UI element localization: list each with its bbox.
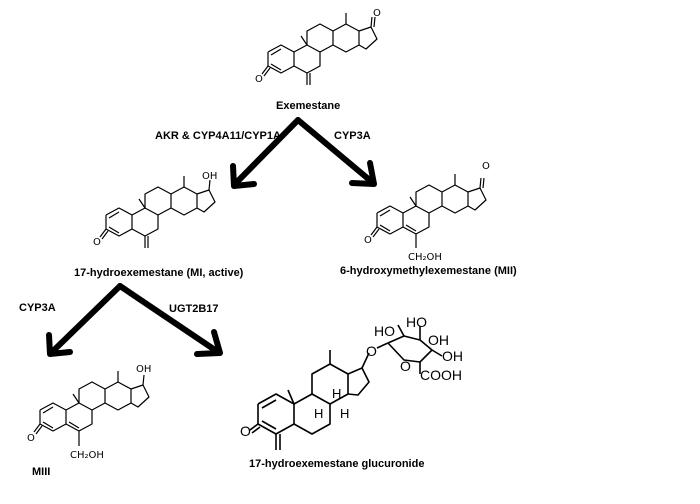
enzyme-cyp3a-top-label: CYP3A (334, 130, 371, 142)
glucuronide-h-2: H (332, 386, 341, 401)
exemestane-structure: O O (255, 8, 381, 85)
glucuronide-label: 17-hydroexemestane glucuronide (249, 458, 424, 470)
miii-hydroxyl: OH (136, 364, 151, 375)
mii-structure: O O CH₂OH (364, 161, 490, 263)
glucuronide-oh-2: OH (442, 348, 463, 364)
exemestane-label: Exemestane (276, 100, 340, 112)
miii-ch2oh: CH₂OH (70, 450, 104, 461)
exemestane-keto-left: O (255, 74, 263, 85)
glucuronide-keto-left: O (240, 423, 251, 439)
glucuronide-o-ring: O (400, 358, 411, 374)
glucuronide-structure: H H H O O O HO HO OH OH COOH (240, 314, 463, 450)
miii-keto-left: O (27, 433, 35, 444)
mii-keto-left: O (364, 235, 372, 246)
glucuronide-h-3: H (340, 406, 349, 421)
enzyme-akr-cyp-label: AKR & CYP4A11/CYP1A (155, 130, 281, 142)
glucuronide-cooh: COOH (420, 367, 462, 383)
exemestane-keto-top: O (373, 8, 381, 19)
mi-hydroxyl: OH (202, 171, 217, 182)
glucuronide-o-link: O (366, 343, 377, 359)
mi-structure: OH O (93, 171, 217, 248)
miii-label: MIII (32, 466, 50, 478)
miii-structure: OH O CH₂OH (27, 364, 151, 461)
mii-label: 6-hydroxymethylexemestane (MII) (340, 265, 517, 277)
mii-keto-top: O (482, 161, 490, 172)
mi-label: 17-hydroexemestane (MI, active) (74, 267, 244, 279)
glucuronide-ho-2: HO (406, 314, 427, 330)
arrow-to-glucuronide (117, 283, 223, 357)
glucuronide-ho-1: HO (374, 323, 395, 339)
glucuronide-h-1: H (314, 406, 323, 421)
arrow-to-mii (295, 117, 377, 187)
glucuronide-oh-1: OH (428, 332, 449, 348)
mii-ch2oh: CH₂OH (408, 252, 442, 263)
enzyme-ugt2b17-label: UGT2B17 (169, 303, 219, 315)
mi-keto-left: O (93, 237, 101, 248)
enzyme-cyp3a-bottom-label: CYP3A (19, 302, 56, 314)
arrow-to-mi (230, 117, 301, 189)
arrow-to-miii (46, 283, 123, 357)
